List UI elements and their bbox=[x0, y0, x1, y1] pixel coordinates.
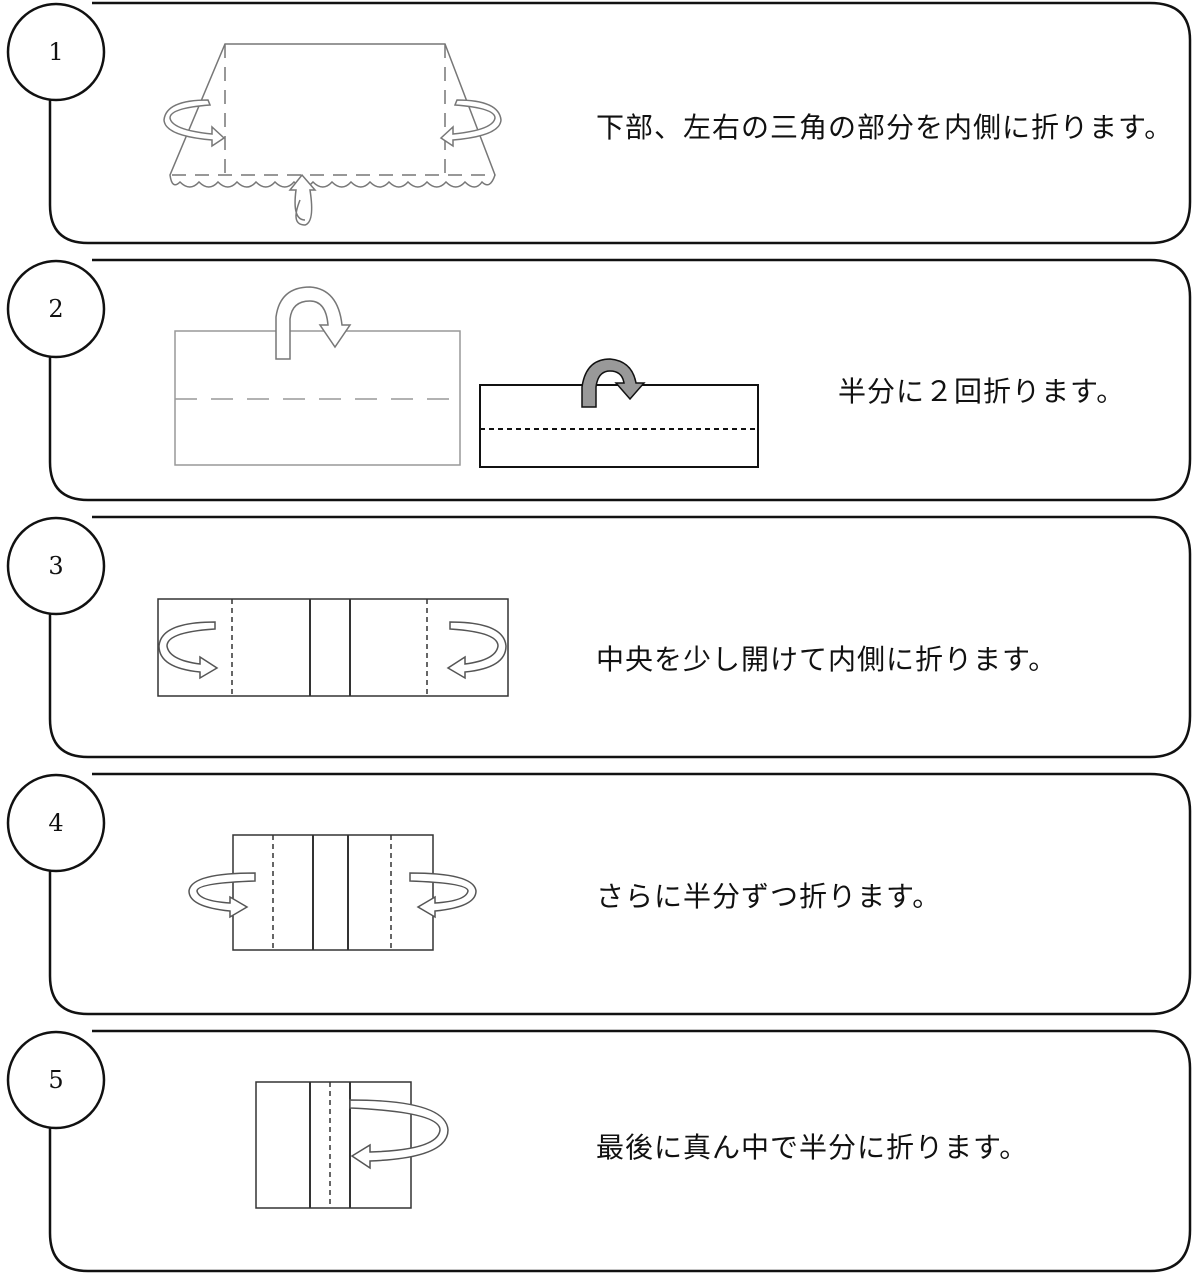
step-4: 4 さらに半分ずつ折ります。 bbox=[0, 771, 1196, 1025]
step-instruction: 下部、左右の三角の部分を内側に折ります。 bbox=[596, 111, 1174, 144]
fold-illustration bbox=[255, 1081, 449, 1209]
step-number: 2 bbox=[48, 295, 64, 323]
step-number: 1 bbox=[48, 38, 64, 66]
fold-arrow-icon bbox=[163, 99, 502, 226]
step-frame bbox=[6, 772, 1192, 1016]
step-instruction: 半分に２回折ります。 bbox=[838, 375, 1126, 408]
step-instruction: さらに半分ずつ折ります。 bbox=[596, 880, 942, 913]
step-frame bbox=[6, 515, 1192, 759]
fold-arrow-icon bbox=[349, 1099, 449, 1170]
fold-arrow-icon bbox=[188, 872, 477, 919]
fold-arrow-icon bbox=[158, 621, 507, 680]
step-number: 4 bbox=[48, 809, 64, 837]
step-5: 5 最後に真ん中で半分に折ります。 bbox=[0, 1028, 1196, 1282]
step-number: 5 bbox=[48, 1066, 64, 1094]
step-frame bbox=[6, 258, 1192, 502]
fold-illustration bbox=[188, 834, 477, 951]
step-1: 1 下部、左右の三角の部分を内側に折ります。 bbox=[0, 0, 1196, 254]
step-frame bbox=[6, 1029, 1192, 1273]
step-frame bbox=[6, 1, 1192, 245]
fold-illustration bbox=[157, 598, 509, 697]
fold-illustration bbox=[174, 286, 759, 468]
fold-arrow-icon bbox=[275, 286, 352, 360]
step-2: 2 半分に２回折ります。 bbox=[0, 257, 1196, 511]
fold-arrow-icon bbox=[581, 358, 646, 408]
step-number: 3 bbox=[48, 552, 64, 580]
step-3: 3 中央を少し開けて内側に折ります。 bbox=[0, 514, 1196, 768]
step-instruction: 中央を少し開けて内側に折ります。 bbox=[596, 643, 1058, 676]
step-instruction: 最後に真ん中で半分に折ります。 bbox=[596, 1131, 1029, 1164]
fold-illustration bbox=[163, 43, 502, 226]
